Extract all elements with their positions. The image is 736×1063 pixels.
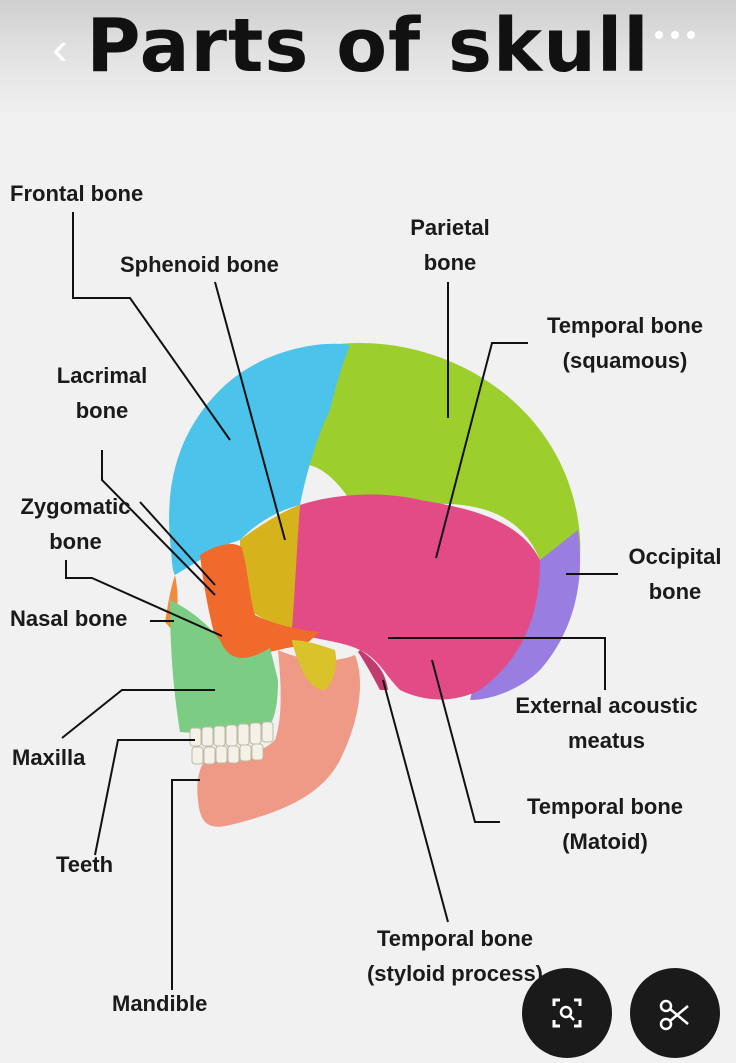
temporal-region (290, 494, 540, 700)
chevron-left-icon: ‹ (52, 22, 68, 74)
zygomatic-region (200, 544, 320, 667)
leader-teeth (94, 739, 195, 856)
lens-search-icon (552, 998, 582, 1028)
label-temporal-bone-styloid: Temporal bone (styloid process) (366, 926, 544, 986)
skull-diagram (61, 212, 618, 990)
maxilla-region (170, 600, 278, 733)
label-frontal-bone: Frontal bone (10, 181, 144, 206)
coronoid-region (292, 640, 337, 690)
frontal-region (169, 343, 350, 575)
label-maxilla: Maxilla (12, 745, 86, 770)
parietal-region (290, 342, 581, 570)
header-bar (0, 0, 736, 120)
leader-mandible (171, 779, 200, 990)
leader-temporal-squamous (435, 342, 528, 559)
leader-lines (61, 212, 618, 990)
label-mandible: Mandible (112, 991, 208, 1016)
scissors-icon (659, 999, 689, 1031)
leader-zygomatic (139, 501, 216, 586)
leader-external-acoustic (388, 637, 606, 690)
more-button[interactable] (652, 20, 698, 50)
label-external-acoustic-meatus: External acoustic meatus (515, 693, 698, 753)
styloid-region (358, 650, 388, 690)
label-temporal-bone-mastoid: Temporal bone (Matoid) (526, 794, 684, 854)
leader-maxilla (61, 689, 215, 739)
label-temporal-bone-squamous: Temporal bone (squamous) (546, 313, 704, 373)
scissors-button[interactable] (630, 968, 720, 1058)
sphenoid-region (240, 505, 300, 628)
label-lacrimal-bone: Lacrimal bone (56, 363, 148, 423)
label-teeth: Teeth (56, 852, 114, 877)
leader-temporal-mastoid (431, 659, 500, 823)
label-parietal-bone: Parietal bone (410, 215, 490, 275)
label-sphenoid-bone: Sphenoid bone (120, 252, 279, 277)
lens-search-button[interactable] (522, 968, 612, 1058)
back-button[interactable]: ‹ (42, 22, 78, 74)
page-title: Parts of skull (86, 3, 650, 89)
label-occipital-bone: Occipital bone (628, 544, 722, 604)
leader-zygomatic-2 (65, 560, 223, 637)
teeth-region (189, 721, 274, 765)
label-zygomatic-bone: Zygomatic bone (20, 494, 131, 554)
mandible-region (197, 650, 360, 827)
leader-styloid (382, 679, 449, 923)
leader-frontal (72, 212, 231, 441)
label-nasal-bone: Nasal bone (10, 606, 128, 631)
leader-sphenoid (214, 281, 286, 541)
leader-lacrimal (101, 450, 216, 596)
